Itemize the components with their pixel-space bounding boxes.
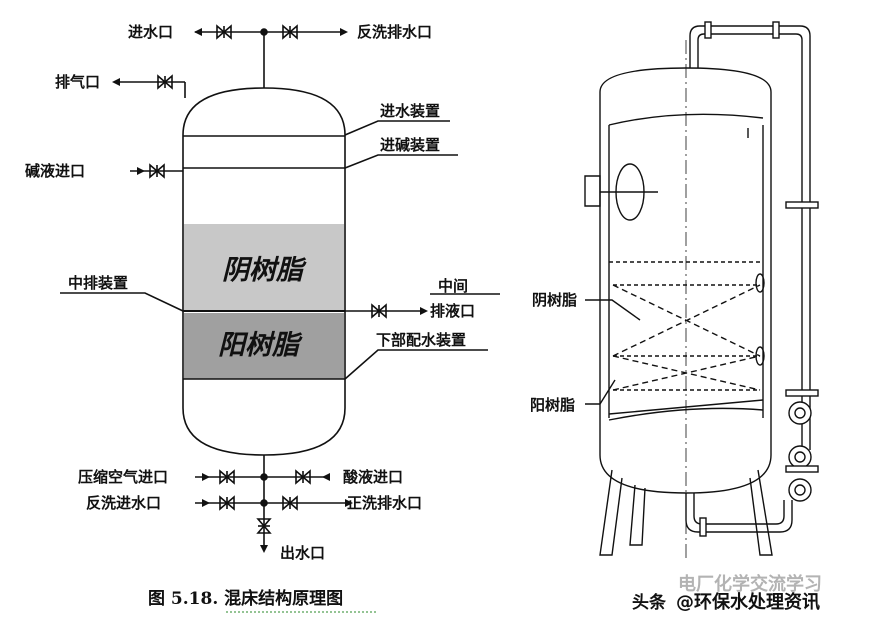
right-cation-label: 阳树脂 xyxy=(530,396,575,414)
valve-icon xyxy=(295,469,311,485)
rinse-drain-label: 正洗排水口 xyxy=(347,494,422,512)
arrowheads xyxy=(112,28,428,553)
valve-icon xyxy=(282,495,298,511)
right-caption-prefix: 头条 xyxy=(632,592,667,613)
alkali-distributor-label: 进碱装置 xyxy=(380,136,440,154)
alkali-inlet-label: 碱液进口 xyxy=(25,162,85,180)
middle-drain-outlet-label-2: 排液口 xyxy=(430,302,475,320)
left-diagram xyxy=(60,24,500,553)
middle-drain-outlet-label-1: 中间 xyxy=(438,277,468,295)
backwash-water-inlet-label: 反洗进水口 xyxy=(86,494,161,512)
right-diagram xyxy=(584,21,819,560)
right-anion-label: 阴树脂 xyxy=(532,291,577,309)
water-distributor-label: 进水装置 xyxy=(380,102,440,120)
acid-inlet-label: 酸液进口 xyxy=(343,468,403,486)
vent-label: 排气口 xyxy=(55,73,100,91)
valve-icon xyxy=(157,74,173,90)
anion-resin-label: 阴树脂 xyxy=(222,255,307,286)
outlet-label: 出水口 xyxy=(280,544,325,562)
watermark-top: 电厂化学交流学习 xyxy=(678,573,822,595)
tank-shell xyxy=(599,67,772,494)
valve-icon xyxy=(219,469,235,485)
lower-distributor-label: 下部配水装置 xyxy=(376,331,466,349)
valve-icon xyxy=(282,24,298,40)
anion-resin-layer xyxy=(184,224,344,311)
watermark-bottom: @环保水处理资讯 xyxy=(676,591,820,613)
cation-resin-label: 阳树脂 xyxy=(218,330,303,361)
valve-icon xyxy=(149,163,165,179)
valve-icon xyxy=(219,495,235,511)
vessel-shell xyxy=(182,87,346,456)
compressed-air-inlet-label: 压缩空气进口 xyxy=(78,468,168,486)
water-inlet-label: 进水口 xyxy=(128,23,173,41)
middle-drain-label: 中排装置 xyxy=(68,274,128,292)
valve-icon xyxy=(216,24,232,40)
cation-resin-layer xyxy=(184,313,344,379)
valve-icon xyxy=(371,303,387,319)
left-caption: 图 5.18. 混床结构原理图 xyxy=(148,588,343,609)
backwash-drain-label: 反洗排水口 xyxy=(357,23,432,41)
valve-icon xyxy=(256,518,272,534)
